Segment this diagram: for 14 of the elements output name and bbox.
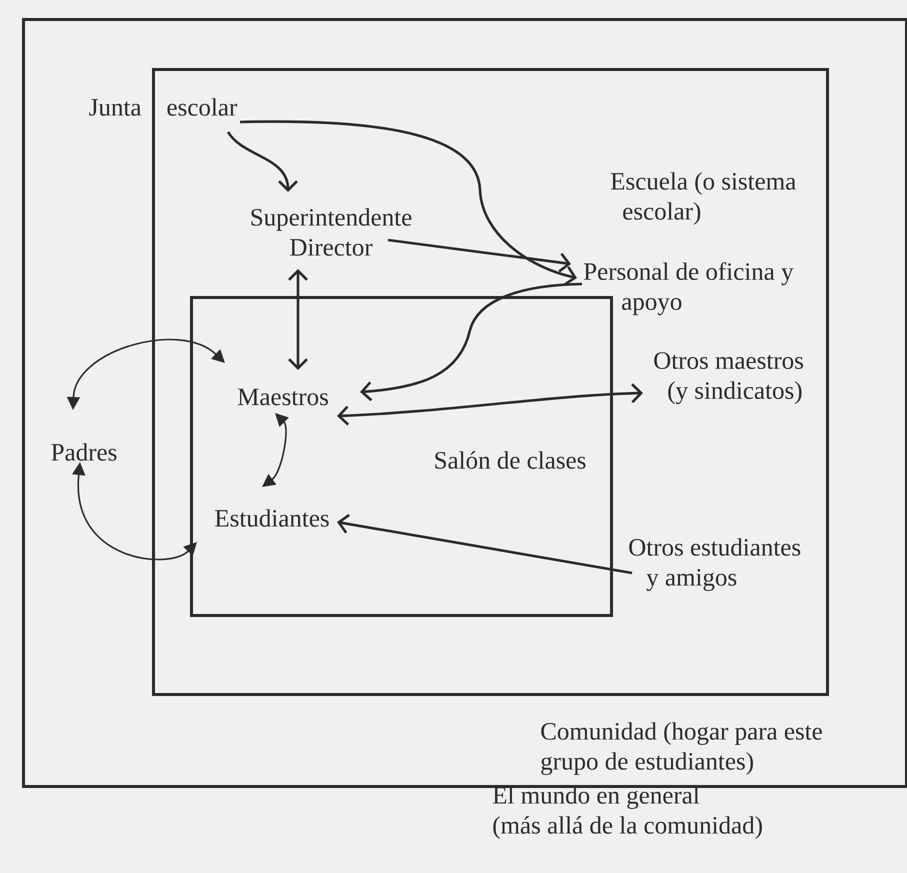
arrow xyxy=(240,120,577,286)
arrow xyxy=(388,238,571,273)
double-arrow xyxy=(337,383,643,426)
node-label: Junta escolar xyxy=(89,98,238,116)
node-label: Otros estudiantes y amigos xyxy=(629,538,800,591)
node-label: Superintendente Director xyxy=(251,208,412,256)
node-label: Maestros xyxy=(238,388,328,406)
arrow xyxy=(360,282,582,402)
arrow xyxy=(337,514,632,574)
double-arrow xyxy=(288,269,308,370)
node-label: Padres xyxy=(51,443,116,461)
node-label: Otros maestros (y sindicatos) xyxy=(654,352,803,404)
node-label: Estudiantes xyxy=(215,509,329,527)
arrow xyxy=(226,131,298,192)
